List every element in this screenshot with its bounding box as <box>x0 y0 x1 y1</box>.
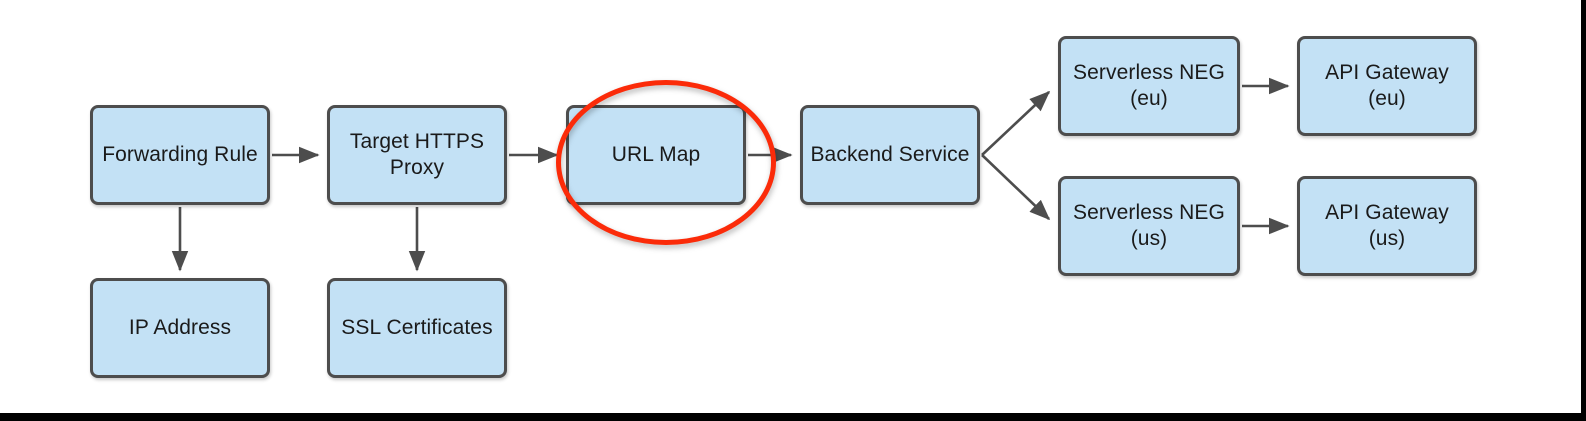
node-label-forwarding-rule: Forwarding Rule <box>102 142 258 166</box>
node-ip-address[interactable]: IP Address <box>90 278 270 378</box>
node-serverless-neg-eu[interactable]: Serverless NEG (eu) <box>1058 36 1240 136</box>
node-label-serverless-neg-eu: Serverless NEG (eu) <box>1073 60 1225 110</box>
node-label-ssl-certificates: SSL Certificates <box>341 315 493 339</box>
node-label-url-map: URL Map <box>611 142 701 166</box>
edge-backend-service-to-serverless-neg-us <box>981 154 1051 221</box>
node-api-gateway-eu[interactable]: API Gateway (eu) <box>1297 36 1477 136</box>
node-label-api-gateway-eu: API Gateway (eu) <box>1325 60 1449 110</box>
node-label-api-gateway-us: API Gateway (us) <box>1325 200 1449 250</box>
node-target-https-proxy[interactable]: Target HTTPS Proxy <box>327 105 507 205</box>
frame-border-bottom <box>0 413 1586 421</box>
node-ssl-certificates[interactable]: SSL Certificates <box>327 278 507 378</box>
node-label-serverless-neg-us: Serverless NEG (us) <box>1073 200 1225 250</box>
node-serverless-neg-us[interactable]: Serverless NEG (us) <box>1058 176 1240 276</box>
node-backend-service[interactable]: Backend Service <box>800 105 980 205</box>
edge-backend-service-to-serverless-neg-eu <box>981 90 1051 156</box>
node-forwarding-rule[interactable]: Forwarding Rule <box>90 105 270 205</box>
node-url-map[interactable]: URL Map <box>566 105 746 205</box>
node-label-ip-address: IP Address <box>128 315 232 339</box>
frame-border-right <box>1581 0 1586 421</box>
node-label-backend-service: Backend Service <box>810 142 970 166</box>
node-label-target-https-proxy: Target HTTPS Proxy <box>349 129 485 179</box>
node-api-gateway-us[interactable]: API Gateway (us) <box>1297 176 1477 276</box>
